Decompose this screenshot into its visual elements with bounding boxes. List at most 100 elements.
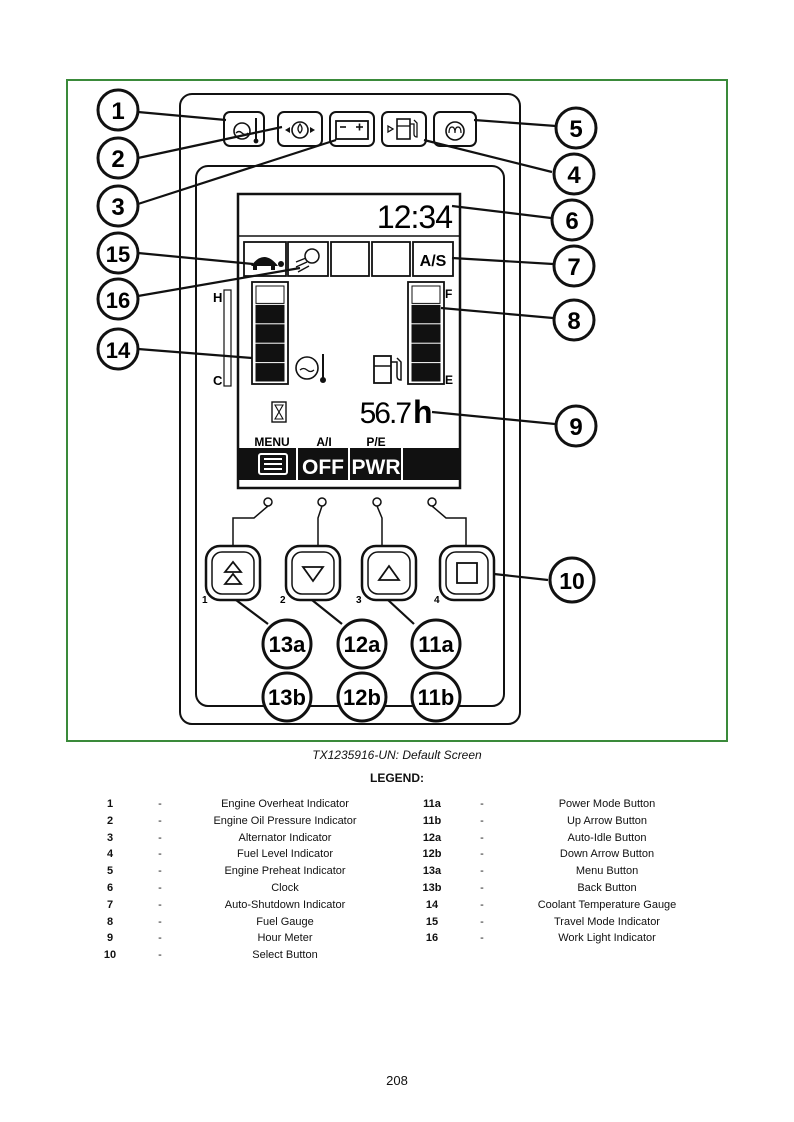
legend-dash: - xyxy=(480,865,484,878)
preheat-icon xyxy=(433,111,477,147)
legend-number: 2 xyxy=(106,814,114,827)
select-button[interactable] xyxy=(438,544,496,602)
legend-row: 3 - Alternator Indicator xyxy=(0,832,400,849)
svg-text:3: 3 xyxy=(111,194,124,221)
callout-6: 6 xyxy=(550,198,594,242)
legend-number: 9 xyxy=(106,932,114,945)
fuel-level-icon xyxy=(381,111,427,147)
softkey-label-power-eco: P/E xyxy=(366,435,385,449)
legend-row: 9-Hour Meter xyxy=(0,932,400,949)
button-leds xyxy=(263,497,437,507)
fuel-level-icon xyxy=(373,355,402,384)
legend-number: 13a xyxy=(422,865,442,878)
legend-dash: - xyxy=(158,814,162,827)
legend-dash: - xyxy=(158,915,162,928)
figure-caption: TX1235916-UN: Default Screen xyxy=(312,748,482,762)
legend-number: 11b xyxy=(422,814,442,827)
svg-text:11b: 11b xyxy=(418,685,455,710)
fuel-gauge-segment xyxy=(411,343,441,363)
svg-text:2: 2 xyxy=(111,146,124,173)
legend-dash: - xyxy=(480,915,484,928)
legend-description: Select Button xyxy=(252,949,318,962)
button-number-3: 3 xyxy=(356,595,362,606)
legend-dash: - xyxy=(480,831,484,844)
svg-text:6: 6 xyxy=(565,208,578,235)
up-arrow-button[interactable] xyxy=(360,544,418,602)
legend-row: 4-Fuel Level Indicator xyxy=(0,848,400,865)
temp-cold-label: C xyxy=(213,373,223,388)
svg-text:16: 16 xyxy=(106,288,130,313)
coolant-gauge-segment xyxy=(255,363,285,382)
svg-text:12b: 12b xyxy=(343,685,381,710)
legend-dash: - xyxy=(480,798,484,810)
fuel-gauge-bars xyxy=(411,285,441,382)
legend-number: 6 xyxy=(106,881,114,894)
engine-overheat-icon xyxy=(295,354,326,383)
softkey-value-auto-idle: OFF xyxy=(302,456,344,479)
alternator-icon xyxy=(329,111,375,147)
callout-13a: 13a xyxy=(261,618,313,670)
svg-text:12a: 12a xyxy=(344,632,381,657)
double-up-arrow-icon xyxy=(223,560,243,585)
button-number-4: 4 xyxy=(434,595,440,606)
legend-number: 5 xyxy=(106,865,114,878)
default-screen-figure: 12:34 A/S H C F E 5 xyxy=(66,79,728,742)
callout-7: 7 xyxy=(552,244,596,288)
legend-number: 12b xyxy=(422,848,442,861)
callout-4: 4 xyxy=(552,152,596,196)
button-number-1: 1 xyxy=(202,595,208,606)
legend-number: 12a xyxy=(422,831,442,844)
up-arrow-icon xyxy=(377,564,401,581)
legend-number: 11a xyxy=(423,798,441,810)
legend-description: Menu Button xyxy=(575,865,639,878)
hour-meter-value: 56.7 xyxy=(360,397,412,430)
callout-5: 5 xyxy=(554,106,598,150)
legend-description: Clock xyxy=(271,881,299,894)
legend-row: 15-Travel Mode Indicator xyxy=(400,916,794,933)
callout-13b: 13b xyxy=(261,671,313,723)
button-number-2: 2 xyxy=(280,595,286,606)
legend-description: Work Light Indicator xyxy=(558,932,656,945)
legend-dash: - xyxy=(158,798,162,810)
menu-button[interactable] xyxy=(204,544,262,602)
page-number: 208 xyxy=(386,1073,408,1088)
legend-dash: - xyxy=(158,831,162,844)
legend-dash: - xyxy=(480,848,484,861)
legend-description: Travel Mode Indicator xyxy=(554,915,660,928)
legend-number: 13b xyxy=(422,881,442,894)
legend-description: Alternator Indicator xyxy=(238,831,332,844)
legend-description: Auto-Shutdown Indicator xyxy=(224,898,346,911)
legend-number: 16 xyxy=(425,932,439,945)
svg-text:7: 7 xyxy=(567,254,580,281)
coolant-gauge-segment xyxy=(255,343,285,363)
temp-hot-label: H xyxy=(213,290,222,305)
coolant-gauge-bars xyxy=(255,285,285,382)
legend-description: Engine Overheat Indicator xyxy=(221,798,349,810)
callout-leaders xyxy=(137,110,557,625)
callout-11a: 11a xyxy=(410,618,462,670)
callout-9: 9 xyxy=(554,404,598,448)
callout-2: 2 xyxy=(96,136,140,180)
svg-text:10: 10 xyxy=(559,568,585,594)
callout-1: 1 xyxy=(96,88,140,132)
button-led-leads xyxy=(232,505,467,546)
legend-row: 13a - Menu Button xyxy=(400,865,794,882)
legend-row: 12a-Auto-Idle Button xyxy=(400,832,794,849)
turtle-icon xyxy=(243,241,287,277)
legend-description: Hour Meter xyxy=(257,932,313,945)
legend-number: 3 xyxy=(106,831,114,844)
legend-row: 10-Select Button xyxy=(0,949,400,966)
callout-12a: 12a xyxy=(336,618,388,670)
svg-text:15: 15 xyxy=(106,242,130,267)
legend-dash: - xyxy=(158,865,162,878)
coolant-gauge-segment xyxy=(255,285,285,304)
fuel-gauge-segment xyxy=(411,304,441,324)
down-arrow-button[interactable] xyxy=(284,544,342,602)
callout-15: 15 xyxy=(96,231,140,275)
legend-description: Power Mode Button xyxy=(558,798,656,810)
legend-dash: - xyxy=(480,898,484,911)
fuel-gauge-segment xyxy=(411,363,441,382)
softkey-label-menu: MENU xyxy=(254,435,289,449)
